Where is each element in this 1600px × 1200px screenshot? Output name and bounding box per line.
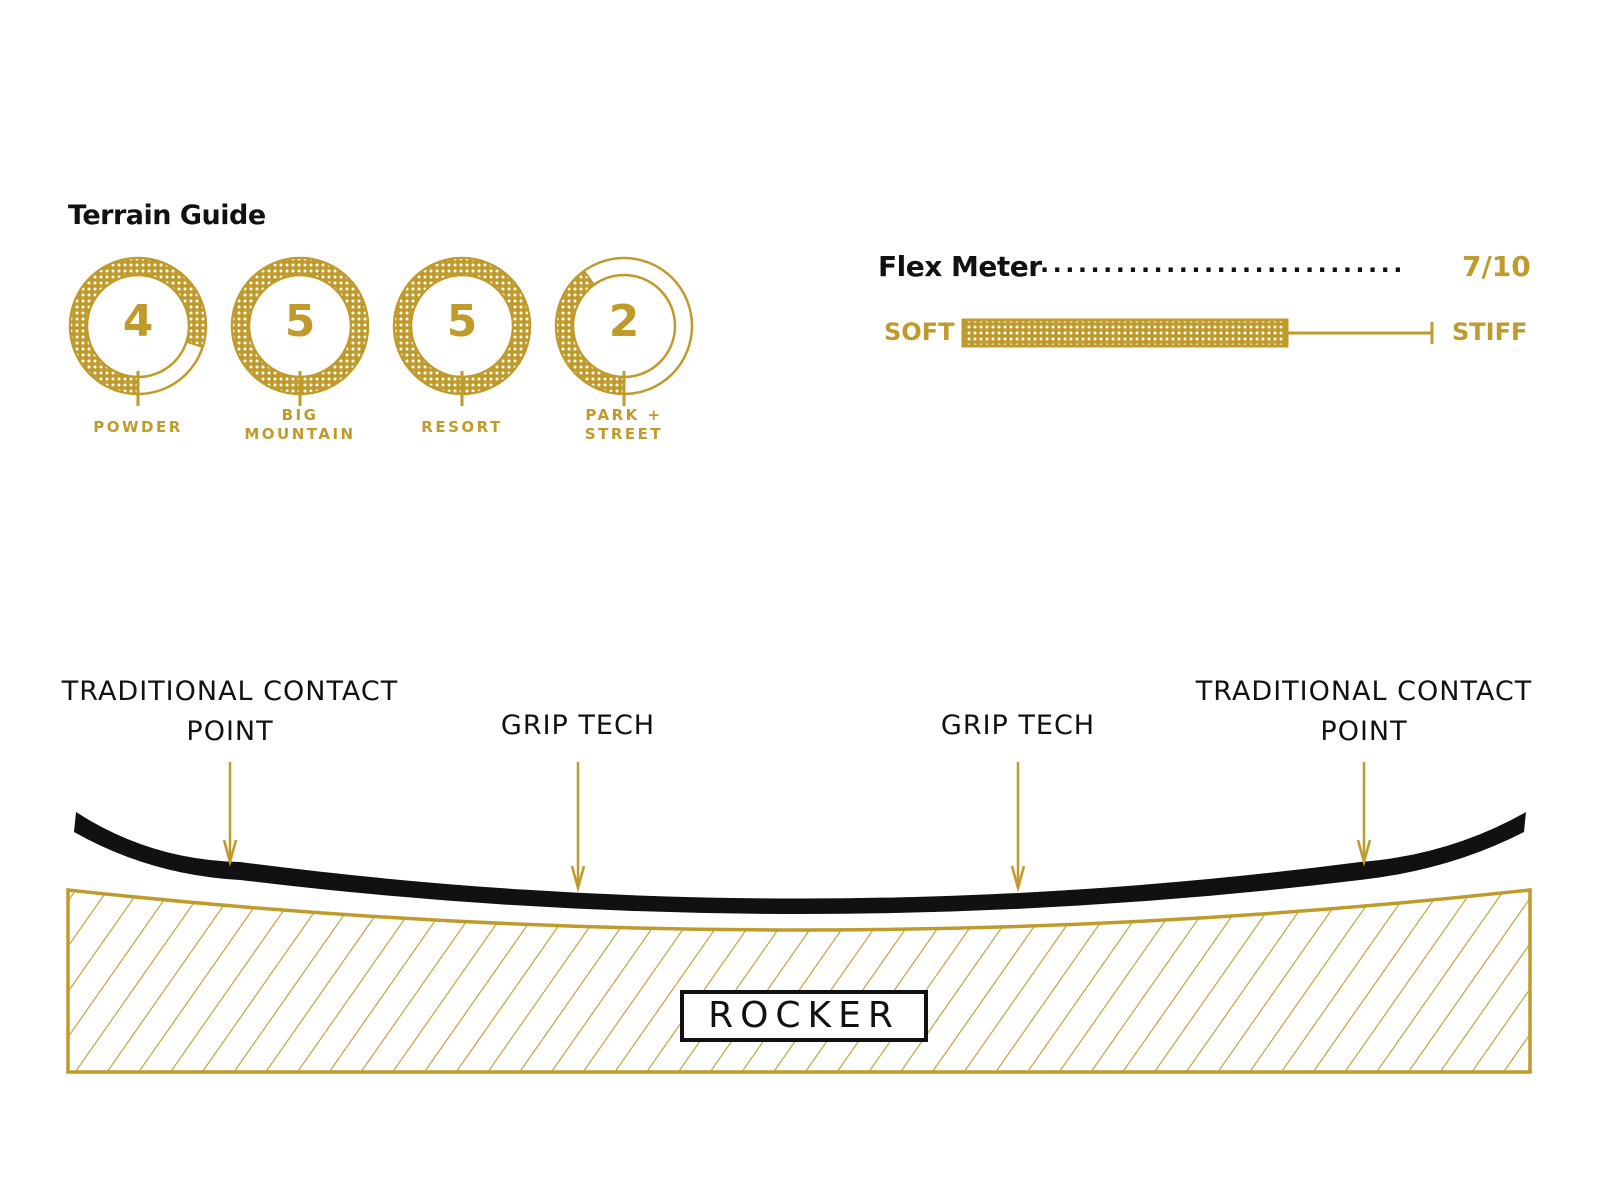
gauge-ring [392, 256, 532, 406]
callout-arrow-head [1010, 865, 1026, 893]
profile-callout-line: POINT [186, 716, 274, 747]
gauge-label-line: MOUNTAIN [244, 425, 356, 443]
gauge-value: 4 [122, 296, 154, 347]
flex-meter-leader: ............................. [1040, 250, 1406, 278]
flex-meter-fill [961, 318, 1289, 348]
profile-callout: GRIP TECH [848, 706, 1188, 746]
gauge-fill [555, 269, 625, 396]
gauge-fill [230, 257, 370, 395]
profile-callout-line: GRIP TECH [500, 710, 656, 741]
flex-meter-rating: 7/10 [1462, 250, 1531, 283]
gauge-value: 5 [284, 296, 316, 347]
gauge-label: RESORT [392, 418, 532, 437]
gauge-label-line: PARK + [585, 406, 663, 424]
profile-callout-line: GRIP TECH [940, 710, 1096, 741]
gauge-ring [554, 256, 694, 406]
gauge-ring [68, 256, 208, 406]
flex-meter-title: Flex Meter [878, 250, 1042, 283]
callout-arrow-head [222, 839, 238, 867]
gauge-fill [69, 257, 207, 396]
gauge-fill [392, 257, 532, 395]
profile-callout: GRIP TECH [408, 706, 748, 746]
profile-callout-line: TRADITIONAL CONTACT [1195, 676, 1533, 707]
flex-meter-min-label: SOFT [884, 318, 955, 346]
flex-meter-max-label: STIFF [1452, 318, 1528, 346]
profile-label: ROCKER [680, 990, 928, 1042]
callout-arrow-head [570, 865, 586, 893]
gauge-label: PARK +STREET [554, 406, 694, 444]
gauge-label-line: POWDER [93, 418, 183, 436]
gauge-ring [230, 256, 370, 406]
gauge-label: POWDER [68, 418, 208, 437]
gauge-label-line: STREET [584, 425, 664, 443]
rocker-ground-hatch [66, 888, 1532, 1074]
callout-arrow-head [1356, 839, 1372, 867]
terrain-guide-title: Terrain Guide [68, 200, 266, 231]
snowboard-profile [74, 812, 1526, 914]
profile-callout-line: POINT [1320, 716, 1408, 747]
profile-callout: TRADITIONAL CONTACT POINT [60, 672, 400, 752]
profile-callout: TRADITIONAL CONTACT POINT [1194, 672, 1534, 752]
gauge-value: 5 [446, 296, 478, 347]
gauge-label-line: RESORT [421, 418, 503, 436]
gauge-label-line: BIG [281, 406, 319, 424]
gauge-value: 2 [608, 296, 640, 347]
profile-callout-line: TRADITIONAL CONTACT [61, 676, 399, 707]
